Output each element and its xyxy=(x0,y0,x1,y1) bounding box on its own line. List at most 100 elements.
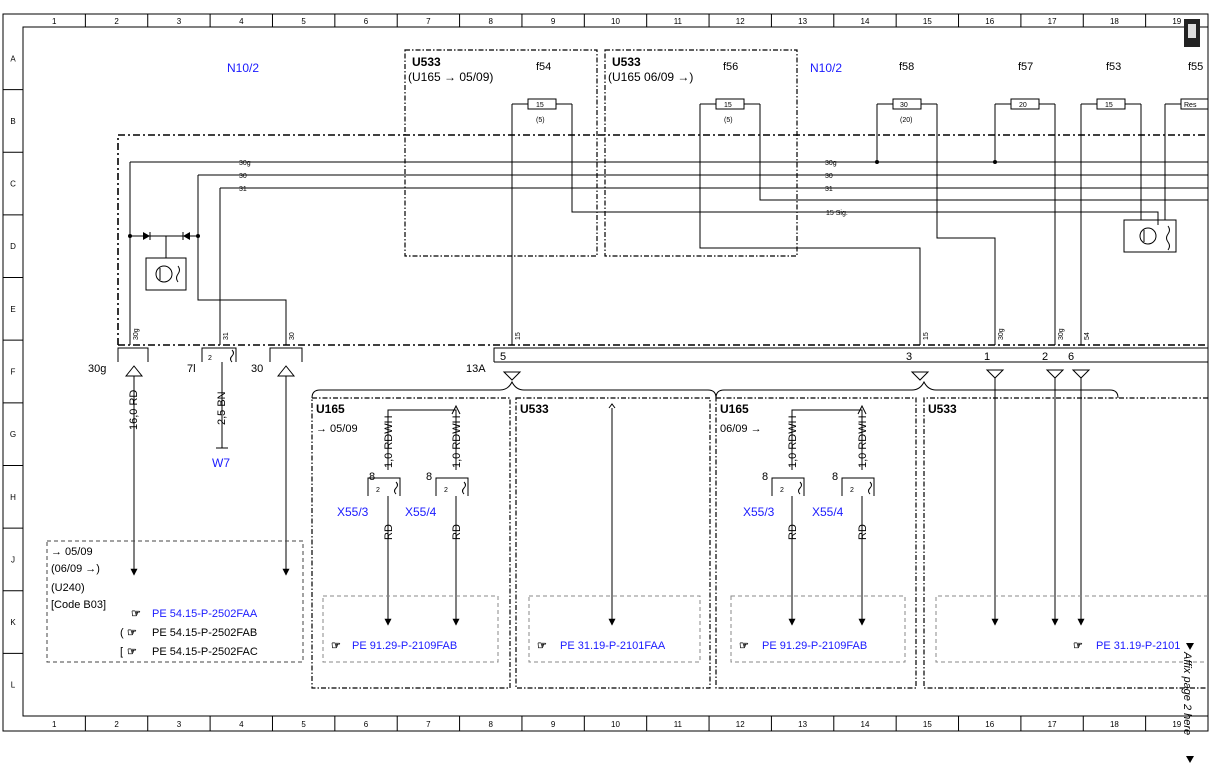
row-label: A xyxy=(10,54,16,63)
bus-31-r: 31 xyxy=(825,186,833,193)
column-label: 11 xyxy=(674,720,683,729)
ref-link-91-b[interactable]: PE 91.29-P-2109FAB xyxy=(762,640,867,652)
x55-4-link-a[interactable]: X55/4 xyxy=(405,505,437,519)
conn-7l: 7l xyxy=(187,363,196,375)
svg-text:20: 20 xyxy=(1019,102,1027,109)
legend-line-2: (06/09 →) xyxy=(51,563,100,575)
column-label: 15 xyxy=(923,720,932,729)
row-label: D xyxy=(10,242,16,251)
svg-text:15: 15 xyxy=(536,102,544,109)
wire-rdwh-3: 1,0 RDWH xyxy=(787,415,799,468)
column-label: 19 xyxy=(1172,17,1181,26)
column-label: 7 xyxy=(426,17,431,26)
u533-b-title: U533 xyxy=(612,55,641,69)
block-u533-a xyxy=(515,397,711,689)
u533-box-a xyxy=(404,49,598,257)
u533-b-sub: (U165 06/09 →) xyxy=(608,70,693,84)
n10-2-label-left[interactable]: N10/2 xyxy=(227,61,259,75)
ref-box-c xyxy=(730,595,906,663)
pin-2-a: 2 xyxy=(376,487,380,494)
n10-2-boundary-top xyxy=(117,134,1208,345)
column-label: 12 xyxy=(736,720,745,729)
conn-num-2: 2 xyxy=(1042,351,1048,363)
column-label: 12 xyxy=(736,17,745,26)
bus-lines xyxy=(130,132,1208,225)
column-label: 18 xyxy=(1110,720,1119,729)
conn-8-a: 8 xyxy=(369,471,375,483)
ref-link-54-fAB[interactable]: PE 54.15-P-2502FAB xyxy=(152,627,257,639)
column-label: 17 xyxy=(1048,720,1057,729)
affix-marker-top xyxy=(1186,643,1194,650)
bus-31: 31 xyxy=(239,186,247,193)
block-u533-b-title: U533 xyxy=(928,402,957,416)
fuse-f57: 20 xyxy=(994,98,1056,132)
w7-link[interactable]: W7 xyxy=(212,456,230,470)
x55-3-link-b[interactable]: X55/3 xyxy=(743,505,775,519)
wire-rdwh-1: 1,0 RDWH xyxy=(383,415,395,468)
column-label: 14 xyxy=(861,17,870,26)
ref-link-31-a[interactable]: PE 31.19-P-2101FAA xyxy=(560,640,666,652)
column-label: 16 xyxy=(985,720,994,729)
conn-num-6: 6 xyxy=(1068,351,1074,363)
hand-icon: ☞ xyxy=(127,627,137,639)
x55-4-link-b[interactable]: X55/4 xyxy=(812,505,844,519)
row-label: G xyxy=(10,430,16,439)
ref-links: ☞ PE 54.15-P-2502FAA ( ☞ PE 54.15-P-2502… xyxy=(120,608,1180,658)
row-label: E xyxy=(10,305,15,314)
column-label: 13 xyxy=(798,720,807,729)
conn-num-5: 5 xyxy=(500,351,506,363)
ref-link-54-fAA[interactable]: PE 54.15-P-2502FAA xyxy=(152,608,258,620)
pin-2-d: 2 xyxy=(850,487,854,494)
pin-15-a: 15 xyxy=(515,332,522,340)
wire-rd-1: RD xyxy=(383,524,395,540)
fuse-f57-label: f57 xyxy=(1018,61,1033,73)
affix-note: Affix page 2 here xyxy=(1181,651,1193,735)
u533-a-title: U533 xyxy=(412,55,441,69)
ref-box-b xyxy=(528,595,701,663)
n10-2-label-right[interactable]: N10/2 xyxy=(810,61,842,75)
pin-30g-c: 30g xyxy=(1058,328,1065,340)
ref-link-91-a[interactable]: PE 91.29-P-2109FAB xyxy=(352,640,457,652)
column-label: 11 xyxy=(674,17,683,26)
pin-30: 30 xyxy=(289,332,296,340)
ref-link-31-b[interactable]: PE 31.19-P-2101 xyxy=(1096,640,1180,652)
column-label: 7 xyxy=(426,720,431,729)
row-label: K xyxy=(10,618,16,627)
conn-13a: 13A xyxy=(466,363,486,375)
wire-rdwh-4: 1,0 RDWH xyxy=(857,415,869,468)
column-label: 6 xyxy=(364,720,369,729)
fuse-feeds xyxy=(511,132,1082,345)
svg-text:15: 15 xyxy=(724,102,732,109)
n10-2-internal-circuit xyxy=(128,162,287,345)
u533-box-b xyxy=(604,49,798,257)
hand-icon: ☞ xyxy=(1073,640,1083,652)
x55-circuit-b xyxy=(771,404,875,626)
wire-rd-2: RD xyxy=(451,524,463,540)
bus-30-r: 30 xyxy=(825,173,833,180)
fuse-f56-label: f56 xyxy=(723,61,738,73)
bus-30: 30 xyxy=(239,173,247,180)
x55-circuit-a xyxy=(367,403,616,626)
svg-text:Res: Res xyxy=(1184,102,1197,109)
row-label: L xyxy=(11,681,16,690)
connector-brackets xyxy=(117,347,1208,363)
column-label: 13 xyxy=(798,17,807,26)
column-label: 8 xyxy=(489,720,494,729)
fuse-f55-label: f55 xyxy=(1188,61,1203,73)
legend-line-4: [Code B03] xyxy=(51,599,106,611)
column-label: 18 xyxy=(1110,17,1119,26)
block-u533-a-title: U533 xyxy=(520,402,549,416)
column-label: 4 xyxy=(239,720,244,729)
row-label: F xyxy=(11,368,16,377)
conn-8-c: 8 xyxy=(762,471,768,483)
column-label: 9 xyxy=(551,720,556,729)
svg-text:(5): (5) xyxy=(724,117,733,124)
svg-text:(20): (20) xyxy=(900,117,912,124)
ref-link-54-fAC[interactable]: PE 54.15-P-2502FAC xyxy=(152,646,258,658)
row-ruler xyxy=(3,89,23,654)
column-label: 2 xyxy=(114,17,119,26)
x55-3-link-a[interactable]: X55/3 xyxy=(337,505,369,519)
column-label: 17 xyxy=(1048,17,1057,26)
conn-30g: 30g xyxy=(88,363,106,375)
